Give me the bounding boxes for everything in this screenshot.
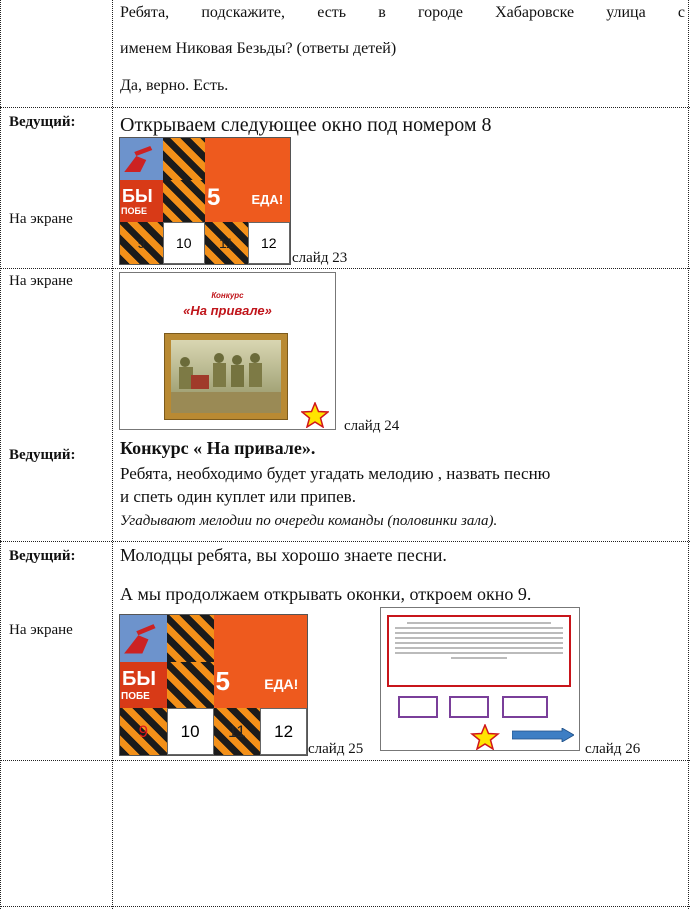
tile-number: 9 bbox=[137, 235, 146, 251]
table-border-left bbox=[0, 0, 1, 909]
star-icon bbox=[301, 402, 329, 428]
paragraph-line: Ребята, подскажите, есть в городе Хабаро… bbox=[120, 4, 685, 21]
poster-text: БЫ bbox=[122, 667, 156, 690]
tile-9[interactable]: 9 bbox=[120, 708, 167, 755]
soldiers-painting-icon bbox=[171, 353, 281, 413]
ribbon-tile bbox=[166, 661, 214, 709]
contest-title: Конкурс « На привале». bbox=[120, 438, 316, 458]
tile-9[interactable]: 9 bbox=[120, 222, 163, 264]
tile-10[interactable]: 10 bbox=[162, 222, 205, 264]
poster-tile bbox=[247, 138, 290, 180]
poster-text: ПОБЕ bbox=[121, 690, 150, 702]
poster-tile: 5 bbox=[213, 661, 261, 709]
tile-11[interactable]: 11 bbox=[205, 222, 248, 264]
poster-text: ЕДА! bbox=[251, 192, 284, 207]
speaker-label: Ведущий: bbox=[9, 548, 76, 564]
text-placeholder-line bbox=[395, 632, 563, 634]
text-placeholder-line bbox=[395, 647, 563, 649]
poster-tile bbox=[120, 138, 163, 180]
slide-caption: слайд 23 bbox=[292, 250, 348, 266]
section-heading: Открываем следующее окно под номером 8 bbox=[120, 114, 492, 136]
speaker-label: Ведущий: bbox=[9, 447, 76, 463]
paragraph-line: именем Никовая Безьды? (ответы детей) bbox=[120, 40, 397, 57]
answer-option[interactable] bbox=[398, 696, 438, 718]
poster-text: ПОБЕ bbox=[121, 206, 147, 216]
poster-tile: ЕДА! bbox=[260, 661, 307, 709]
paragraph-line: и спеть один куплет или припев. bbox=[120, 487, 356, 506]
tile-number: 11 bbox=[228, 721, 246, 741]
answer-option[interactable] bbox=[449, 696, 489, 718]
poster-tile bbox=[260, 615, 307, 662]
tile-number: 11 bbox=[218, 235, 234, 251]
slide-caption: слайд 24 bbox=[344, 418, 400, 434]
text-placeholder-line bbox=[395, 627, 563, 629]
tile-number: 9 bbox=[138, 721, 149, 741]
painting-image bbox=[171, 340, 281, 413]
poster-tile bbox=[213, 615, 261, 662]
table-row-divider bbox=[0, 541, 690, 542]
poster-tile bbox=[120, 615, 167, 662]
paragraph-line: А мы продолжаем открывать оконки, открое… bbox=[120, 584, 532, 604]
painting-frame bbox=[164, 333, 288, 420]
tile-12[interactable]: 12 bbox=[247, 222, 290, 264]
table-column-divider bbox=[112, 0, 113, 909]
paragraph-line: Ребята, необходимо будет угадать мелодию… bbox=[120, 464, 551, 483]
poster-tile: ЕДА! bbox=[247, 180, 290, 222]
italic-note: Угадывают мелодии по очереди команды (по… bbox=[120, 513, 498, 529]
soldier-silhouette-icon bbox=[124, 146, 153, 172]
screen-label: На экране bbox=[9, 622, 73, 638]
slide-24: Конкурс «На привале» bbox=[119, 272, 336, 430]
poster-tile: 5 bbox=[205, 180, 248, 222]
slide-26 bbox=[380, 607, 580, 751]
slide-caption: слайд 25 bbox=[308, 741, 364, 757]
text-placeholder-line bbox=[451, 657, 507, 659]
poster-tile bbox=[205, 138, 248, 180]
speaker-label: Ведущий: bbox=[9, 114, 76, 130]
poster-text: 5 bbox=[215, 665, 230, 696]
ribbon-tile bbox=[162, 180, 205, 222]
tile-10[interactable]: 10 bbox=[166, 708, 214, 755]
ribbon-tile bbox=[162, 138, 205, 180]
slide-title-small: Конкурс bbox=[211, 291, 244, 300]
slide-title: «На привале» bbox=[183, 303, 272, 318]
table-row-divider bbox=[0, 107, 690, 108]
slide-caption: слайд 26 bbox=[585, 741, 641, 757]
table-row-divider bbox=[0, 760, 690, 761]
text-placeholder-line bbox=[407, 622, 551, 624]
star-icon bbox=[469, 724, 501, 750]
screen-label: На экране bbox=[9, 211, 73, 227]
poster-text: БЫ bbox=[122, 186, 153, 206]
table-border-bottom bbox=[0, 906, 690, 907]
text-placeholder-line bbox=[395, 652, 563, 654]
soldier-silhouette-icon bbox=[124, 624, 156, 654]
poster-text: 5 bbox=[207, 184, 221, 211]
answer-option[interactable] bbox=[502, 696, 548, 718]
text-placeholder-line bbox=[395, 637, 563, 639]
ribbon-tile bbox=[166, 615, 214, 662]
poster-text: ЕДА! bbox=[264, 675, 299, 692]
paragraph-line: Молодцы ребята, вы хорошо знаете песни. bbox=[120, 545, 447, 565]
paragraph-line: Да, верно. Есть. bbox=[120, 77, 229, 94]
screen-label: На экране bbox=[9, 273, 73, 289]
question-text-box bbox=[387, 615, 571, 687]
text-placeholder-line bbox=[395, 642, 563, 644]
tile-12[interactable]: 12 bbox=[260, 708, 307, 755]
tile-11[interactable]: 11 bbox=[213, 708, 261, 755]
next-arrow-icon[interactable] bbox=[512, 728, 574, 742]
table-border-right bbox=[688, 0, 689, 909]
table-row-divider bbox=[0, 268, 690, 269]
